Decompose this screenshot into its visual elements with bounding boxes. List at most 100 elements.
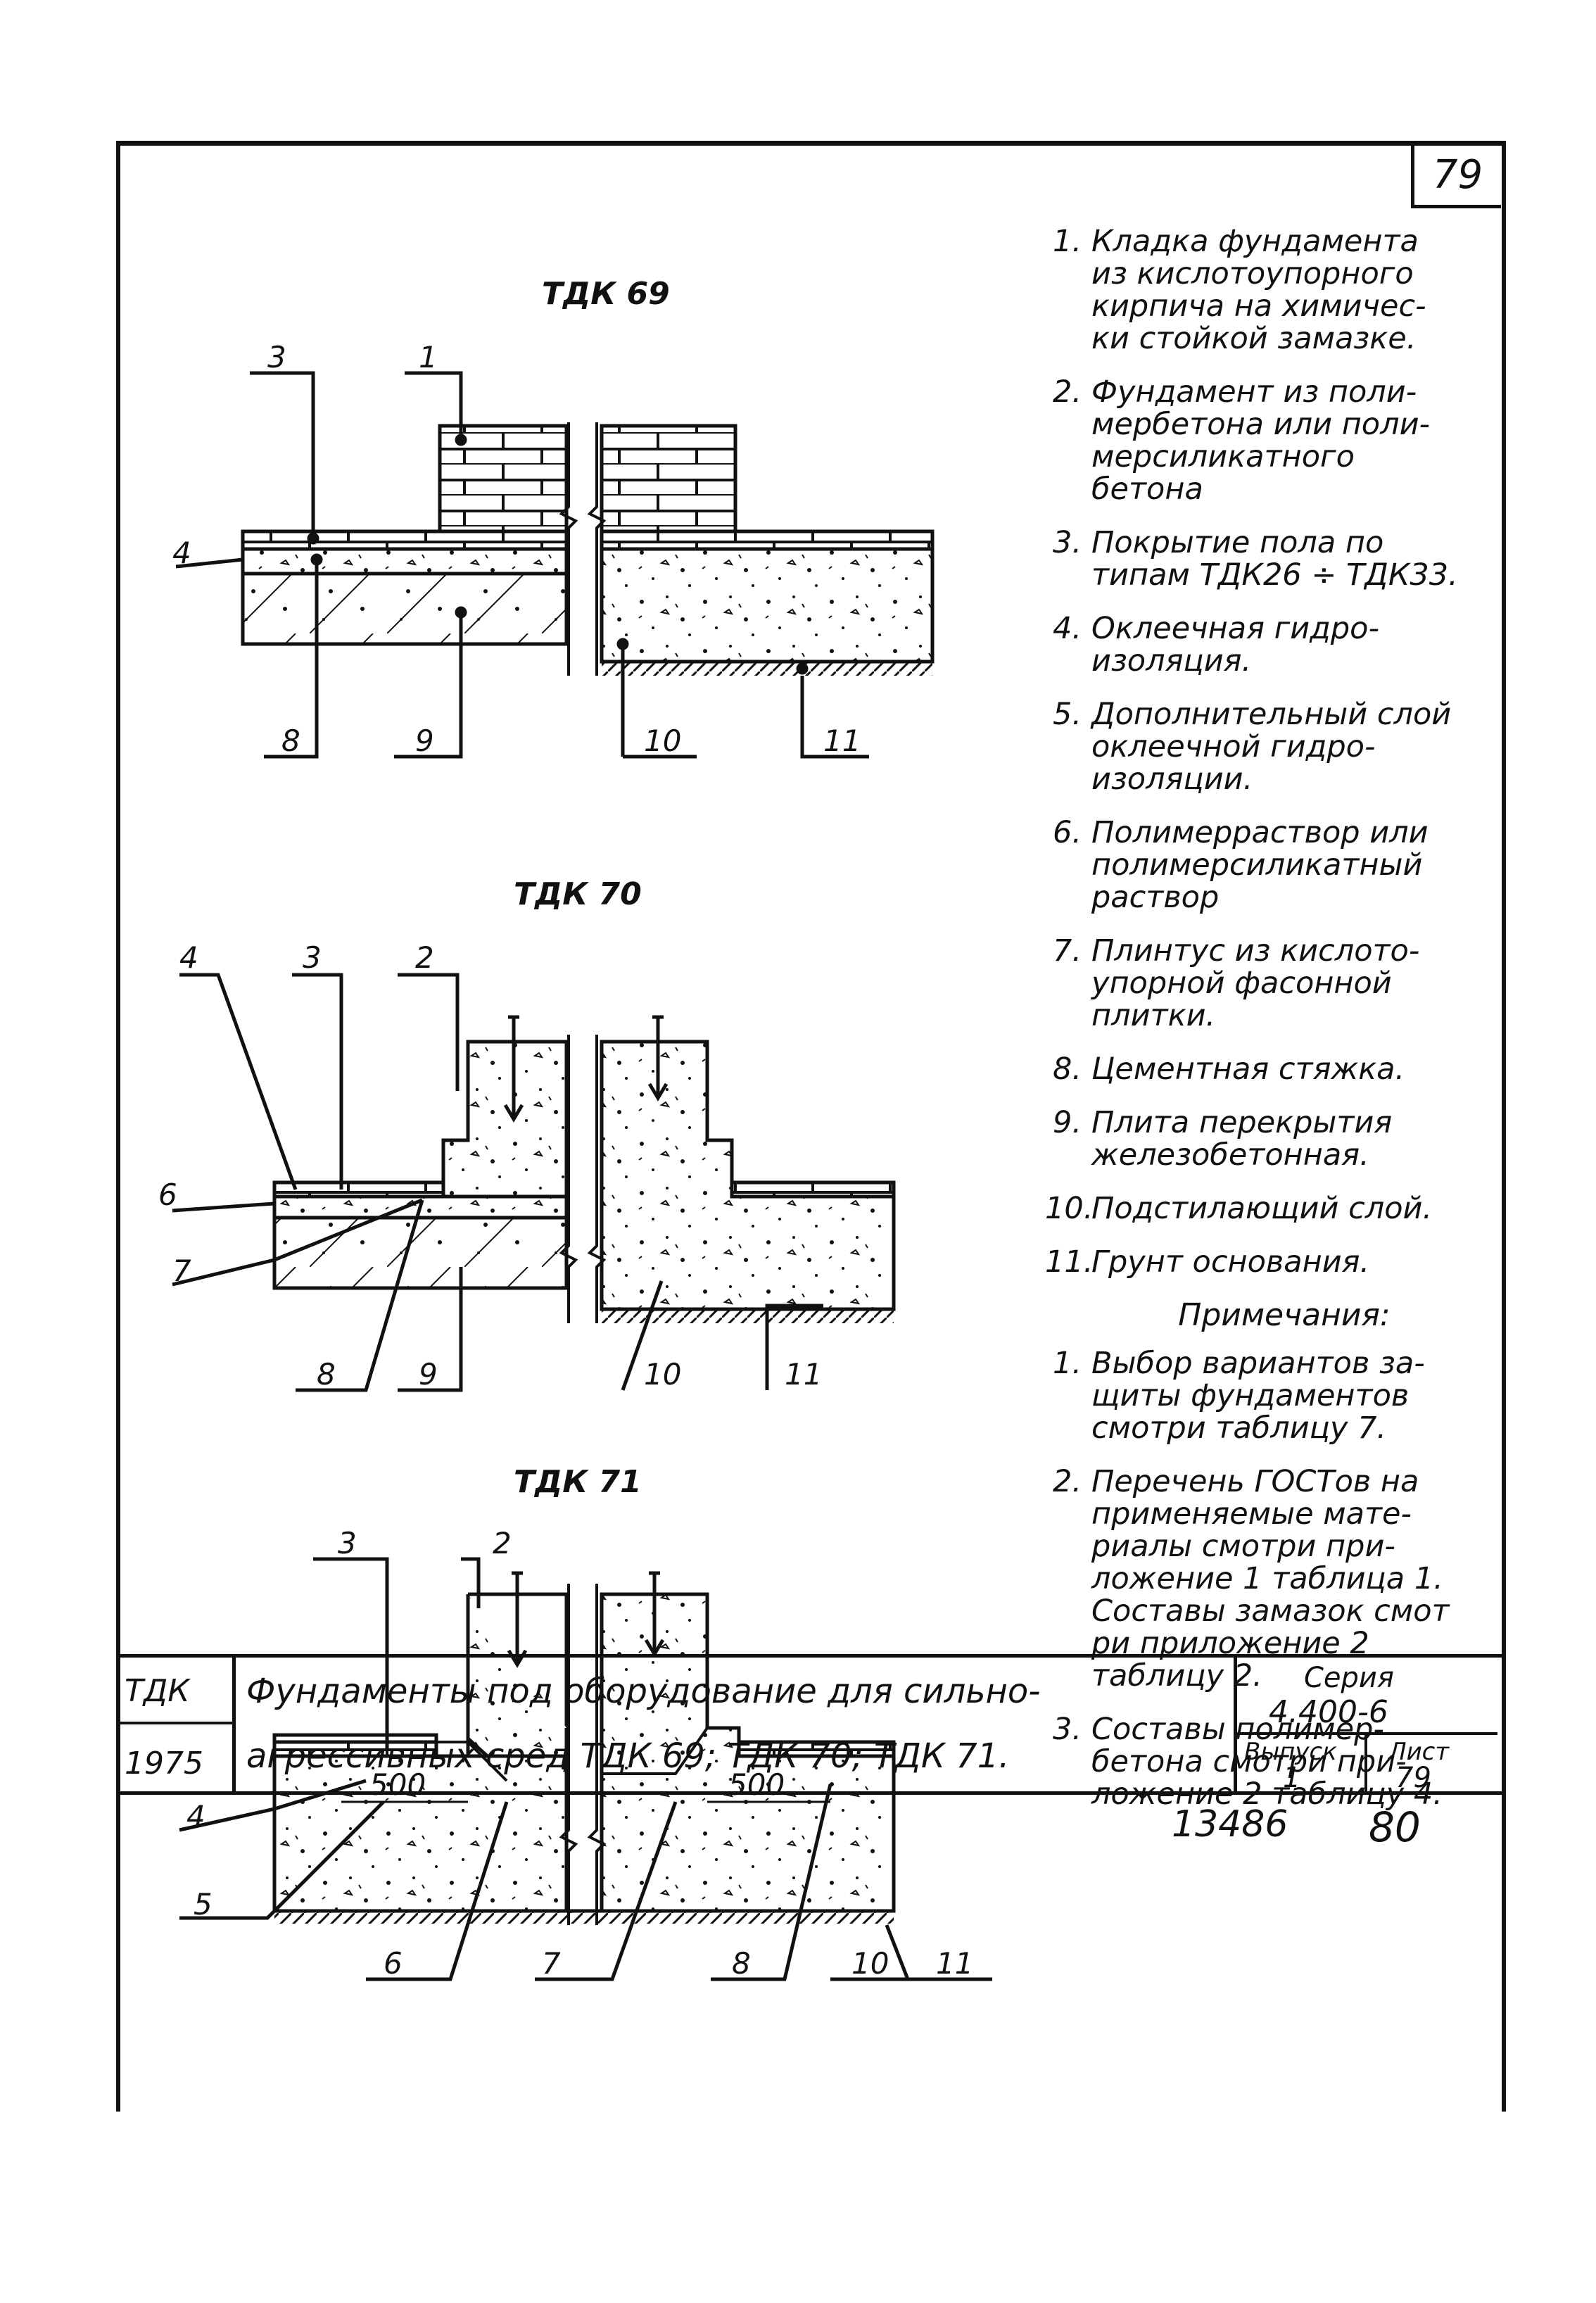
tdk69-drawing xyxy=(175,371,935,759)
issue-label: Выпуск xyxy=(1244,1738,1337,1766)
callout-tdk69-1: 1 xyxy=(419,340,438,374)
title-block: ТДК 1975 Фундаменты под оборудование для… xyxy=(116,1654,1506,1795)
legend-line: Подстилающий слой. xyxy=(1091,1191,1433,1226)
legend-number: 7. xyxy=(1052,933,1082,968)
title-line-2: агрессивных сред ТДК 69; ТДК 70; ТДК 71. xyxy=(246,1736,1010,1776)
series-cell: Серия 4.400-6 xyxy=(1234,1658,1497,1735)
callout-tdk71-11: 11 xyxy=(936,1946,973,1981)
note-line: бетона смотри при- xyxy=(1091,1744,1407,1779)
legend-line: Плита перекрытия xyxy=(1091,1105,1393,1140)
callout-tdk70-9: 9 xyxy=(419,1357,438,1392)
callout-tdk71-10: 10 xyxy=(851,1946,889,1981)
drawing-frame xyxy=(116,141,1506,2112)
callout-tdk70-10: 10 xyxy=(644,1357,681,1392)
title-block-year: 1975 xyxy=(116,1724,236,1795)
callout-tdk71-2: 2 xyxy=(493,1526,512,1560)
drawing-title-tdk70: ТДК 70 xyxy=(514,876,642,912)
legend-number: 2. xyxy=(1052,374,1082,410)
footer-page-number: 80 xyxy=(1369,1803,1421,1851)
callout-tdk70-2: 2 xyxy=(415,940,434,975)
legend-line: упорной фасонной xyxy=(1091,966,1392,1001)
legend-text: Цементная стяжка. xyxy=(1091,1053,1495,1085)
callout-tdk71-7: 7 xyxy=(542,1946,561,1981)
legend-line: мербетона или поли- xyxy=(1091,407,1431,442)
callout-tdk70-4: 4 xyxy=(179,940,198,975)
sheet-number-box: 79 xyxy=(1411,145,1501,208)
legend-number: 6. xyxy=(1052,815,1082,850)
tdk70-drawing xyxy=(172,973,896,1392)
drawing-title-tdk69: ТДК 69 xyxy=(542,276,670,312)
legend-text: Подстилающий слой. xyxy=(1091,1192,1495,1225)
legend-text: Оклеечная гидро-изоляция. xyxy=(1091,612,1495,677)
note-number: 3. xyxy=(1052,1712,1082,1747)
legend-number: 3. xyxy=(1052,525,1082,560)
legend-number: 5. xyxy=(1052,697,1082,732)
callout-tdk70-6: 6 xyxy=(158,1178,177,1212)
callout-tdk70-7: 7 xyxy=(172,1254,191,1288)
legend-item: 2.Фундамент из поли-мербетона или поли-м… xyxy=(1045,376,1495,505)
legend-number: 10. xyxy=(1045,1191,1094,1226)
callout-tdk69-10: 10 xyxy=(644,724,681,758)
issue-value: 1 xyxy=(1283,1762,1301,1794)
legend-line: Цементная стяжка. xyxy=(1091,1052,1405,1087)
legend-number: 9. xyxy=(1052,1105,1082,1140)
callout-tdk71-6: 6 xyxy=(384,1946,403,1981)
footer-left-number: 13486 xyxy=(1172,1803,1288,1845)
note-line: риалы смотри при- xyxy=(1091,1529,1395,1564)
note-number: 2. xyxy=(1052,1464,1082,1499)
legend-line: кирпича на химичес- xyxy=(1091,289,1426,324)
note-line: ложение 1 таблица 1. xyxy=(1091,1561,1443,1596)
note-line: щиты фундаментов xyxy=(1091,1378,1410,1413)
callout-tdk70-11: 11 xyxy=(785,1357,822,1392)
callout-tdk71-4: 4 xyxy=(186,1799,205,1834)
note-line: Выбор вариантов за- xyxy=(1091,1346,1425,1381)
legend-line: оклеечной гидро- xyxy=(1091,729,1376,764)
legend-item: 8. Цементная стяжка. xyxy=(1045,1053,1495,1085)
legend-line: Плинтус из кислото- xyxy=(1091,933,1420,968)
note-line: смотри таблицу 7. xyxy=(1091,1411,1387,1446)
legend-number: 1. xyxy=(1052,224,1082,259)
legend-text: Грунт основания. xyxy=(1091,1246,1495,1278)
callout-tdk69-3: 3 xyxy=(267,340,286,374)
title-block-code: ТДК xyxy=(116,1658,236,1724)
note-number: 1. xyxy=(1052,1346,1082,1381)
note-line: Составы полимер- xyxy=(1091,1712,1384,1747)
legend-item: 10.Подстилающий слой. xyxy=(1045,1192,1495,1225)
legend-number: 11. xyxy=(1045,1244,1094,1280)
legend-line: полимерсиликатный xyxy=(1091,847,1423,883)
callout-tdk69-4: 4 xyxy=(172,536,191,570)
legend-item: 11.Грунт основания. xyxy=(1045,1246,1495,1278)
sheet-label: Лист xyxy=(1388,1738,1450,1766)
legend-line: Грунт основания. xyxy=(1091,1244,1370,1280)
notes-heading: Примечания: xyxy=(1178,1297,1391,1333)
legend-text: Фундамент из поли-мербетона или поли-мер… xyxy=(1091,376,1495,505)
legend-line: из кислотоупорного xyxy=(1091,256,1414,291)
legend-line: типам ТДК26 ÷ ТДК33. xyxy=(1091,557,1458,593)
sheet-cell: Лист 79 xyxy=(1367,1735,1497,1795)
callout-tdk70-8: 8 xyxy=(317,1357,336,1392)
tdk71-drawing xyxy=(179,1557,992,1981)
callout-tdk71-3: 3 xyxy=(338,1526,357,1560)
series-label: Серия xyxy=(1304,1662,1394,1694)
legend-item: 4.Оклеечная гидро-изоляция. xyxy=(1045,612,1495,677)
legend-number: 8. xyxy=(1052,1052,1082,1087)
legend-line: мерсиликатного xyxy=(1091,439,1355,474)
callout-tdk71-8: 8 xyxy=(732,1946,751,1981)
callout-tdk69-11: 11 xyxy=(823,724,861,758)
series-value: 4.400-6 xyxy=(1269,1694,1388,1730)
dimension-500-left: 500 xyxy=(369,1767,426,1802)
